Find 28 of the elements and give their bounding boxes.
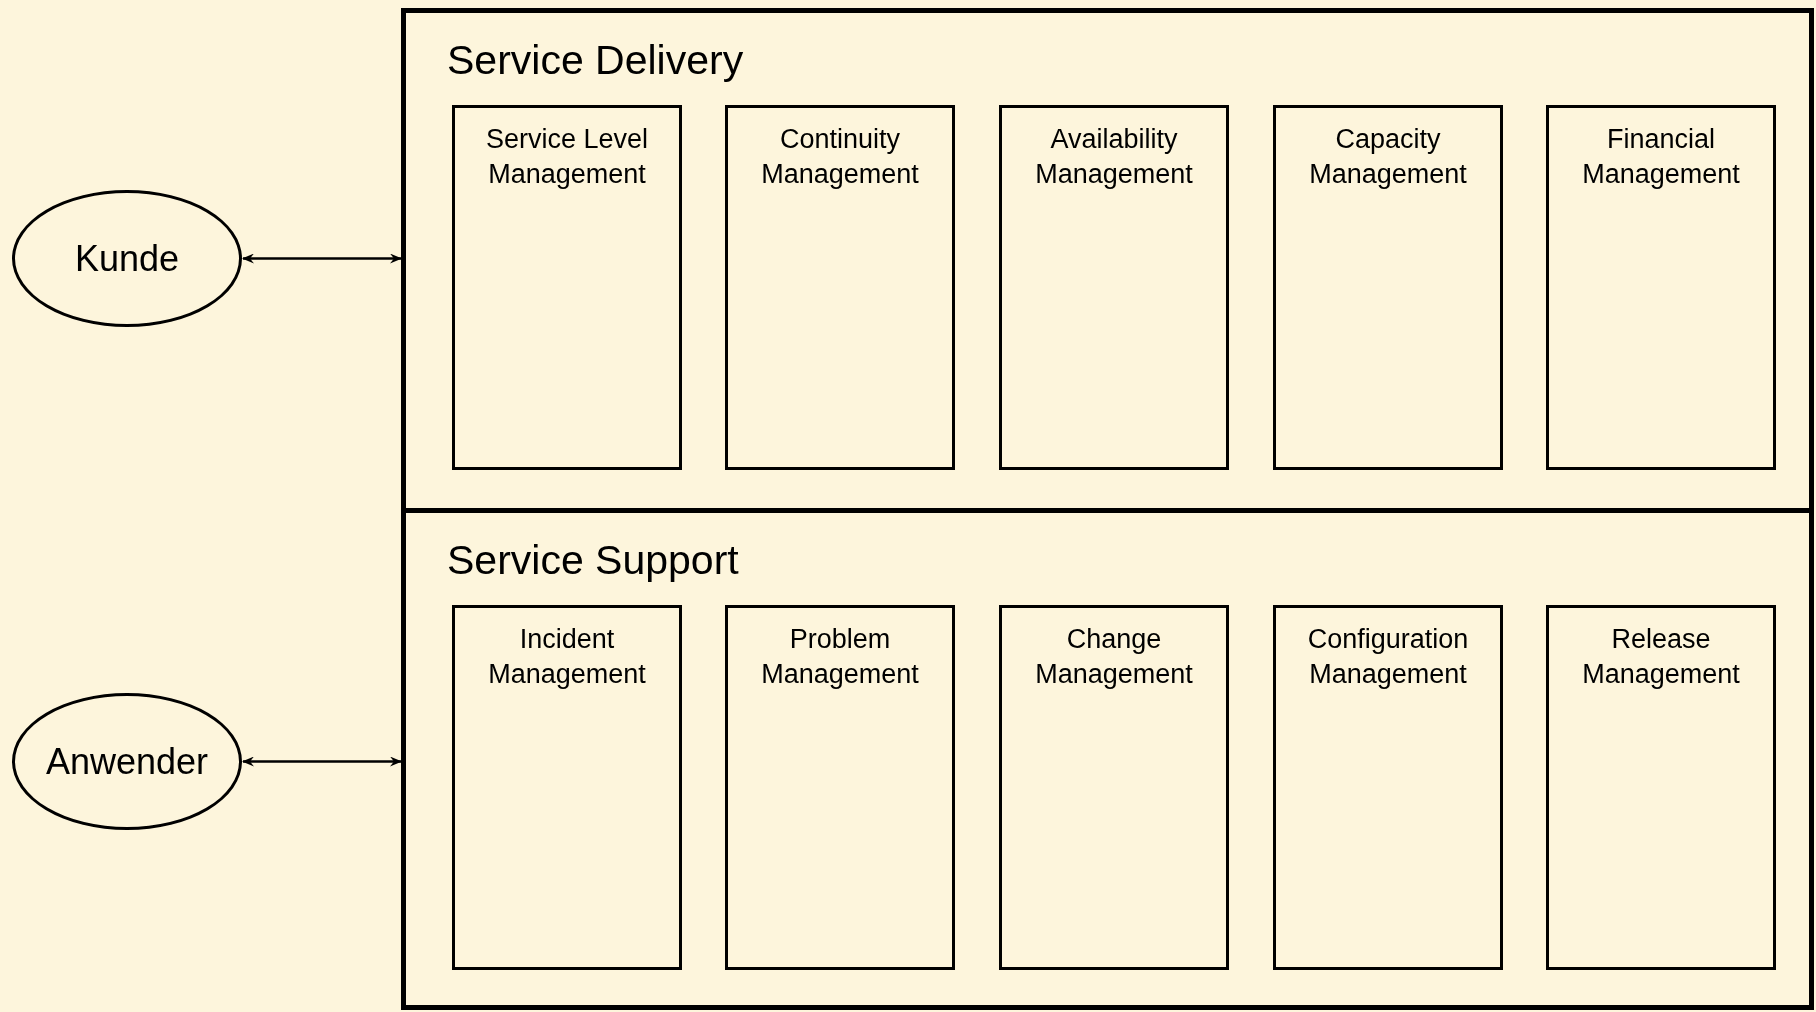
process-label: Problem Management (760, 623, 920, 691)
actor-label: Kunde (74, 236, 180, 281)
process-label: Configuration Management (1306, 623, 1470, 691)
process-label: Release Management (1581, 623, 1741, 691)
process-label: Service Level Management (484, 123, 650, 191)
process-box (1273, 605, 1503, 970)
process-box (999, 105, 1229, 470)
process-label: Financial Management (1581, 123, 1741, 191)
process-box (1273, 105, 1503, 470)
process-label: Capacity Management (1308, 123, 1468, 191)
actor-label: Anwender (45, 739, 209, 784)
process-label: Availability Management (1034, 123, 1194, 191)
process-box (452, 605, 682, 970)
process-box (1546, 605, 1776, 970)
double-arrow (242, 756, 402, 767)
process-box (1546, 105, 1776, 470)
process-label: Incident Management (487, 623, 647, 691)
process-label: Continuity Management (760, 123, 920, 191)
process-box (452, 105, 682, 470)
actor-ellipse (12, 190, 242, 327)
process-label: Change Management (1034, 623, 1194, 691)
panel-title: Service Delivery (447, 36, 744, 85)
process-box (725, 105, 955, 470)
actor-ellipse (12, 693, 242, 830)
double-arrow (242, 253, 402, 264)
process-box (725, 605, 955, 970)
process-box (999, 605, 1229, 970)
panel-title: Service Support (447, 536, 739, 585)
